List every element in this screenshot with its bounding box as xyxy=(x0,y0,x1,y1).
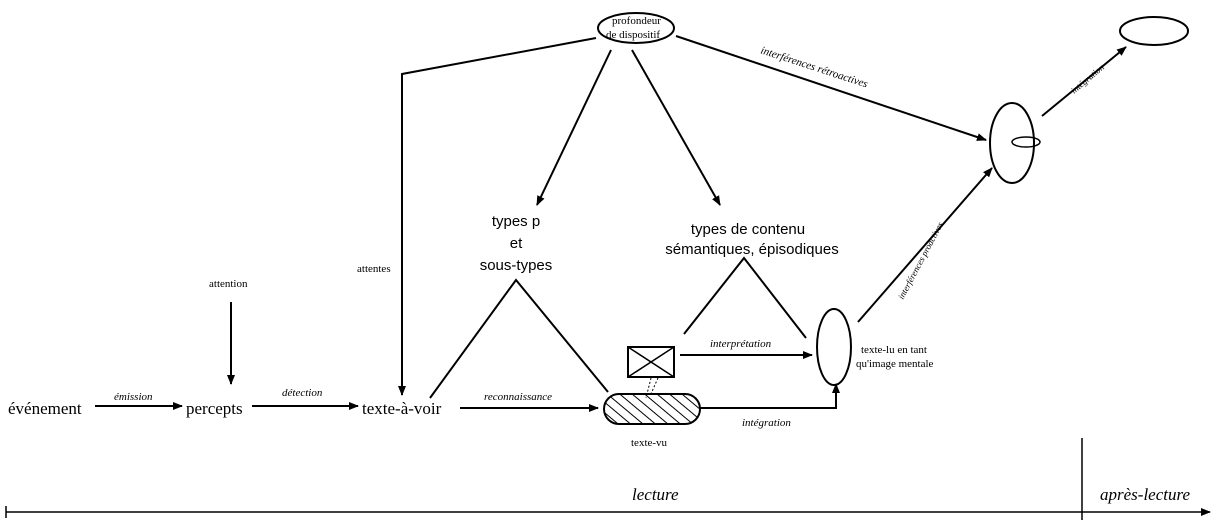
node-evenement: événement xyxy=(8,399,82,418)
node-profondeur-2: de dispositif xyxy=(606,29,660,41)
edge-detection: détection xyxy=(282,387,323,399)
arrow-interferences-proactives xyxy=(857,167,993,323)
arrow-profondeur-types-p xyxy=(536,49,612,206)
edge-reconnaissance: reconnaissance xyxy=(484,391,552,403)
timeline-lecture: lecture xyxy=(632,485,679,504)
edge-interferences-retroactives: interférences rétroactives xyxy=(759,44,869,90)
edge-emission: émission xyxy=(114,391,153,403)
node-types-contenu-1: types de contenu xyxy=(691,221,805,238)
texte-lu-oval xyxy=(816,308,852,386)
edge-interpretation: interprétation xyxy=(710,338,772,350)
arrow-interferences-retroactives xyxy=(675,35,987,141)
edge-integration-top: intégration xyxy=(1069,62,1106,96)
node-types-p-2: et xyxy=(510,235,523,252)
timeline-apres-lecture: après-lecture xyxy=(1100,485,1190,504)
triangle-types-p xyxy=(429,278,609,399)
triangle-types-contenu xyxy=(683,256,807,339)
edge-integration-bottom: intégration xyxy=(742,417,791,429)
node-texte-a-voir: texte-à-voir xyxy=(362,399,442,418)
envelope-icon xyxy=(627,346,675,378)
node-texte-lu-2: qu'image mentale xyxy=(856,358,934,370)
interference-loop xyxy=(1011,136,1041,148)
node-profondeur-1: profondeur xyxy=(612,15,661,27)
texte-vu-shape xyxy=(603,393,701,425)
arrow-profondeur-types-contenu xyxy=(631,49,721,206)
edge-interferences-proactives: interférences proactives xyxy=(896,220,945,301)
arrow-integration-bottom xyxy=(700,383,840,409)
node-texte-lu-1: texte-lu en tant xyxy=(861,344,927,356)
node-types-p-1: types p xyxy=(492,213,540,230)
envelope-link-2 xyxy=(649,377,659,397)
final-oval xyxy=(1119,16,1189,46)
interference-oval xyxy=(989,102,1035,184)
node-attention: attention xyxy=(209,278,248,290)
node-attentes: attentes xyxy=(357,263,391,275)
arrow-integration-top xyxy=(1041,46,1127,117)
node-types-p-3: sous-types xyxy=(480,257,553,274)
node-texte-vu: texte-vu xyxy=(631,437,668,449)
node-types-contenu-2: sémantiques, épisodiques xyxy=(665,241,838,258)
node-percepts: percepts xyxy=(186,399,243,418)
envelope-link xyxy=(645,377,652,399)
profondeur-oval xyxy=(597,12,675,44)
arrow-attentes xyxy=(398,37,597,396)
